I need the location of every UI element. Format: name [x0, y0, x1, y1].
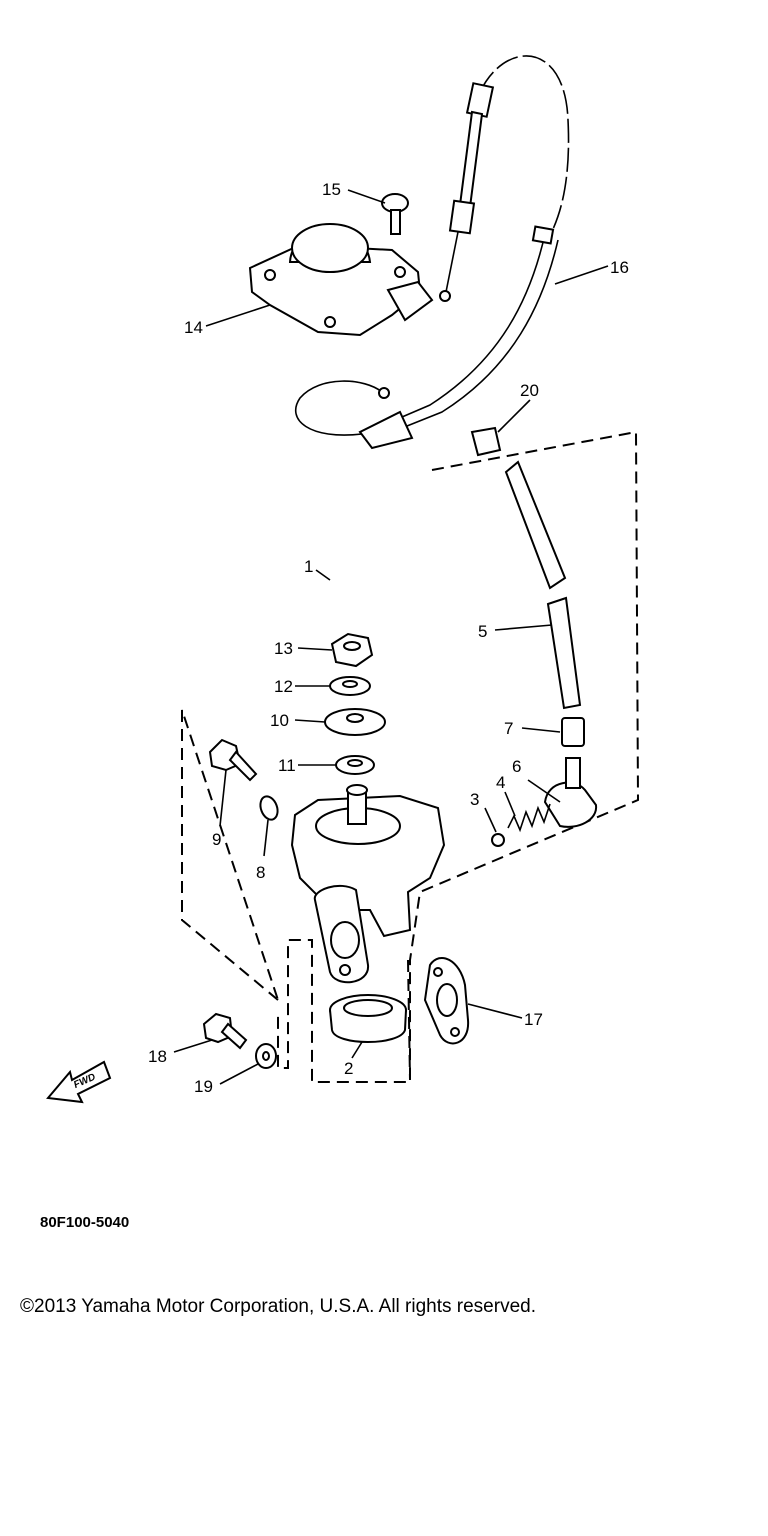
leader-16	[554, 265, 609, 285]
hose-part	[504, 460, 582, 710]
label-17: 17	[524, 1010, 543, 1029]
label-12: 12	[274, 677, 293, 696]
label-6: 6	[512, 757, 521, 776]
leader-7	[521, 727, 561, 733]
gasket-part	[423, 956, 470, 1045]
ball-part	[491, 833, 505, 847]
label-16: 16	[610, 258, 629, 277]
washer-12-part	[329, 676, 371, 696]
pump-body-part	[290, 784, 446, 984]
leader-4	[504, 791, 516, 817]
label-8: 8	[256, 863, 265, 882]
washer-19-part	[255, 1043, 277, 1069]
label-10: 10	[270, 711, 289, 730]
leader-9	[219, 769, 227, 827]
label-11: 11	[278, 756, 296, 775]
clip-part	[561, 717, 585, 747]
leader-3	[484, 807, 497, 833]
pump-cover-part	[248, 223, 434, 337]
label-9: 9	[212, 830, 221, 849]
label-18: 18	[148, 1047, 167, 1066]
assembly-outline	[181, 430, 640, 1083]
leader-20	[497, 399, 531, 433]
leader-18	[173, 1039, 213, 1053]
part-labels: 1 2 3 4 5 6 7 8 9 10 11 12 13 14 15 16 1…	[148, 180, 629, 1096]
label-4: 4	[496, 773, 505, 792]
cover-screw-part	[381, 193, 409, 235]
label-1: 1	[304, 557, 313, 576]
copyright-text: ©2013 Yamaha Motor Corporation, U.S.A. A…	[20, 1296, 536, 1317]
leader-8	[263, 819, 269, 857]
label-2: 2	[344, 1059, 353, 1078]
spring-part	[507, 803, 551, 833]
label-14: 14	[184, 318, 203, 337]
leader-17	[467, 1003, 523, 1019]
nut-part	[330, 632, 374, 668]
bolt-18-part	[202, 1012, 248, 1050]
leader-19	[219, 1063, 259, 1085]
leader-lines	[173, 189, 609, 1085]
bolt-9-part	[208, 738, 258, 782]
leader-1	[315, 569, 331, 581]
washer-8-part	[259, 795, 279, 821]
cable-part	[294, 55, 570, 450]
leader-13	[297, 647, 333, 651]
sleeve-part	[470, 426, 502, 457]
leader-14	[205, 304, 271, 327]
label-15: 15	[322, 180, 341, 199]
leader-5	[494, 624, 553, 631]
elbow-fitting-part	[543, 757, 598, 828]
washer-10-part	[324, 708, 386, 736]
diagram-code: 80F100-5040	[40, 1214, 129, 1231]
label-19: 19	[194, 1077, 213, 1096]
leader-15	[347, 189, 386, 204]
assembly-outline-lower	[407, 959, 411, 1081]
leader-10	[294, 719, 326, 723]
label-3: 3	[470, 790, 479, 809]
washer-11-part	[335, 755, 375, 775]
label-20: 20	[520, 381, 539, 400]
leader-6	[527, 779, 561, 803]
fwd-arrow-icon: FWD	[46, 1060, 112, 1104]
label-5: 5	[478, 622, 487, 641]
label-13: 13	[274, 639, 293, 658]
leader-2	[351, 1041, 363, 1059]
label-7: 7	[504, 719, 513, 738]
oil-seal-part	[329, 994, 407, 1043]
